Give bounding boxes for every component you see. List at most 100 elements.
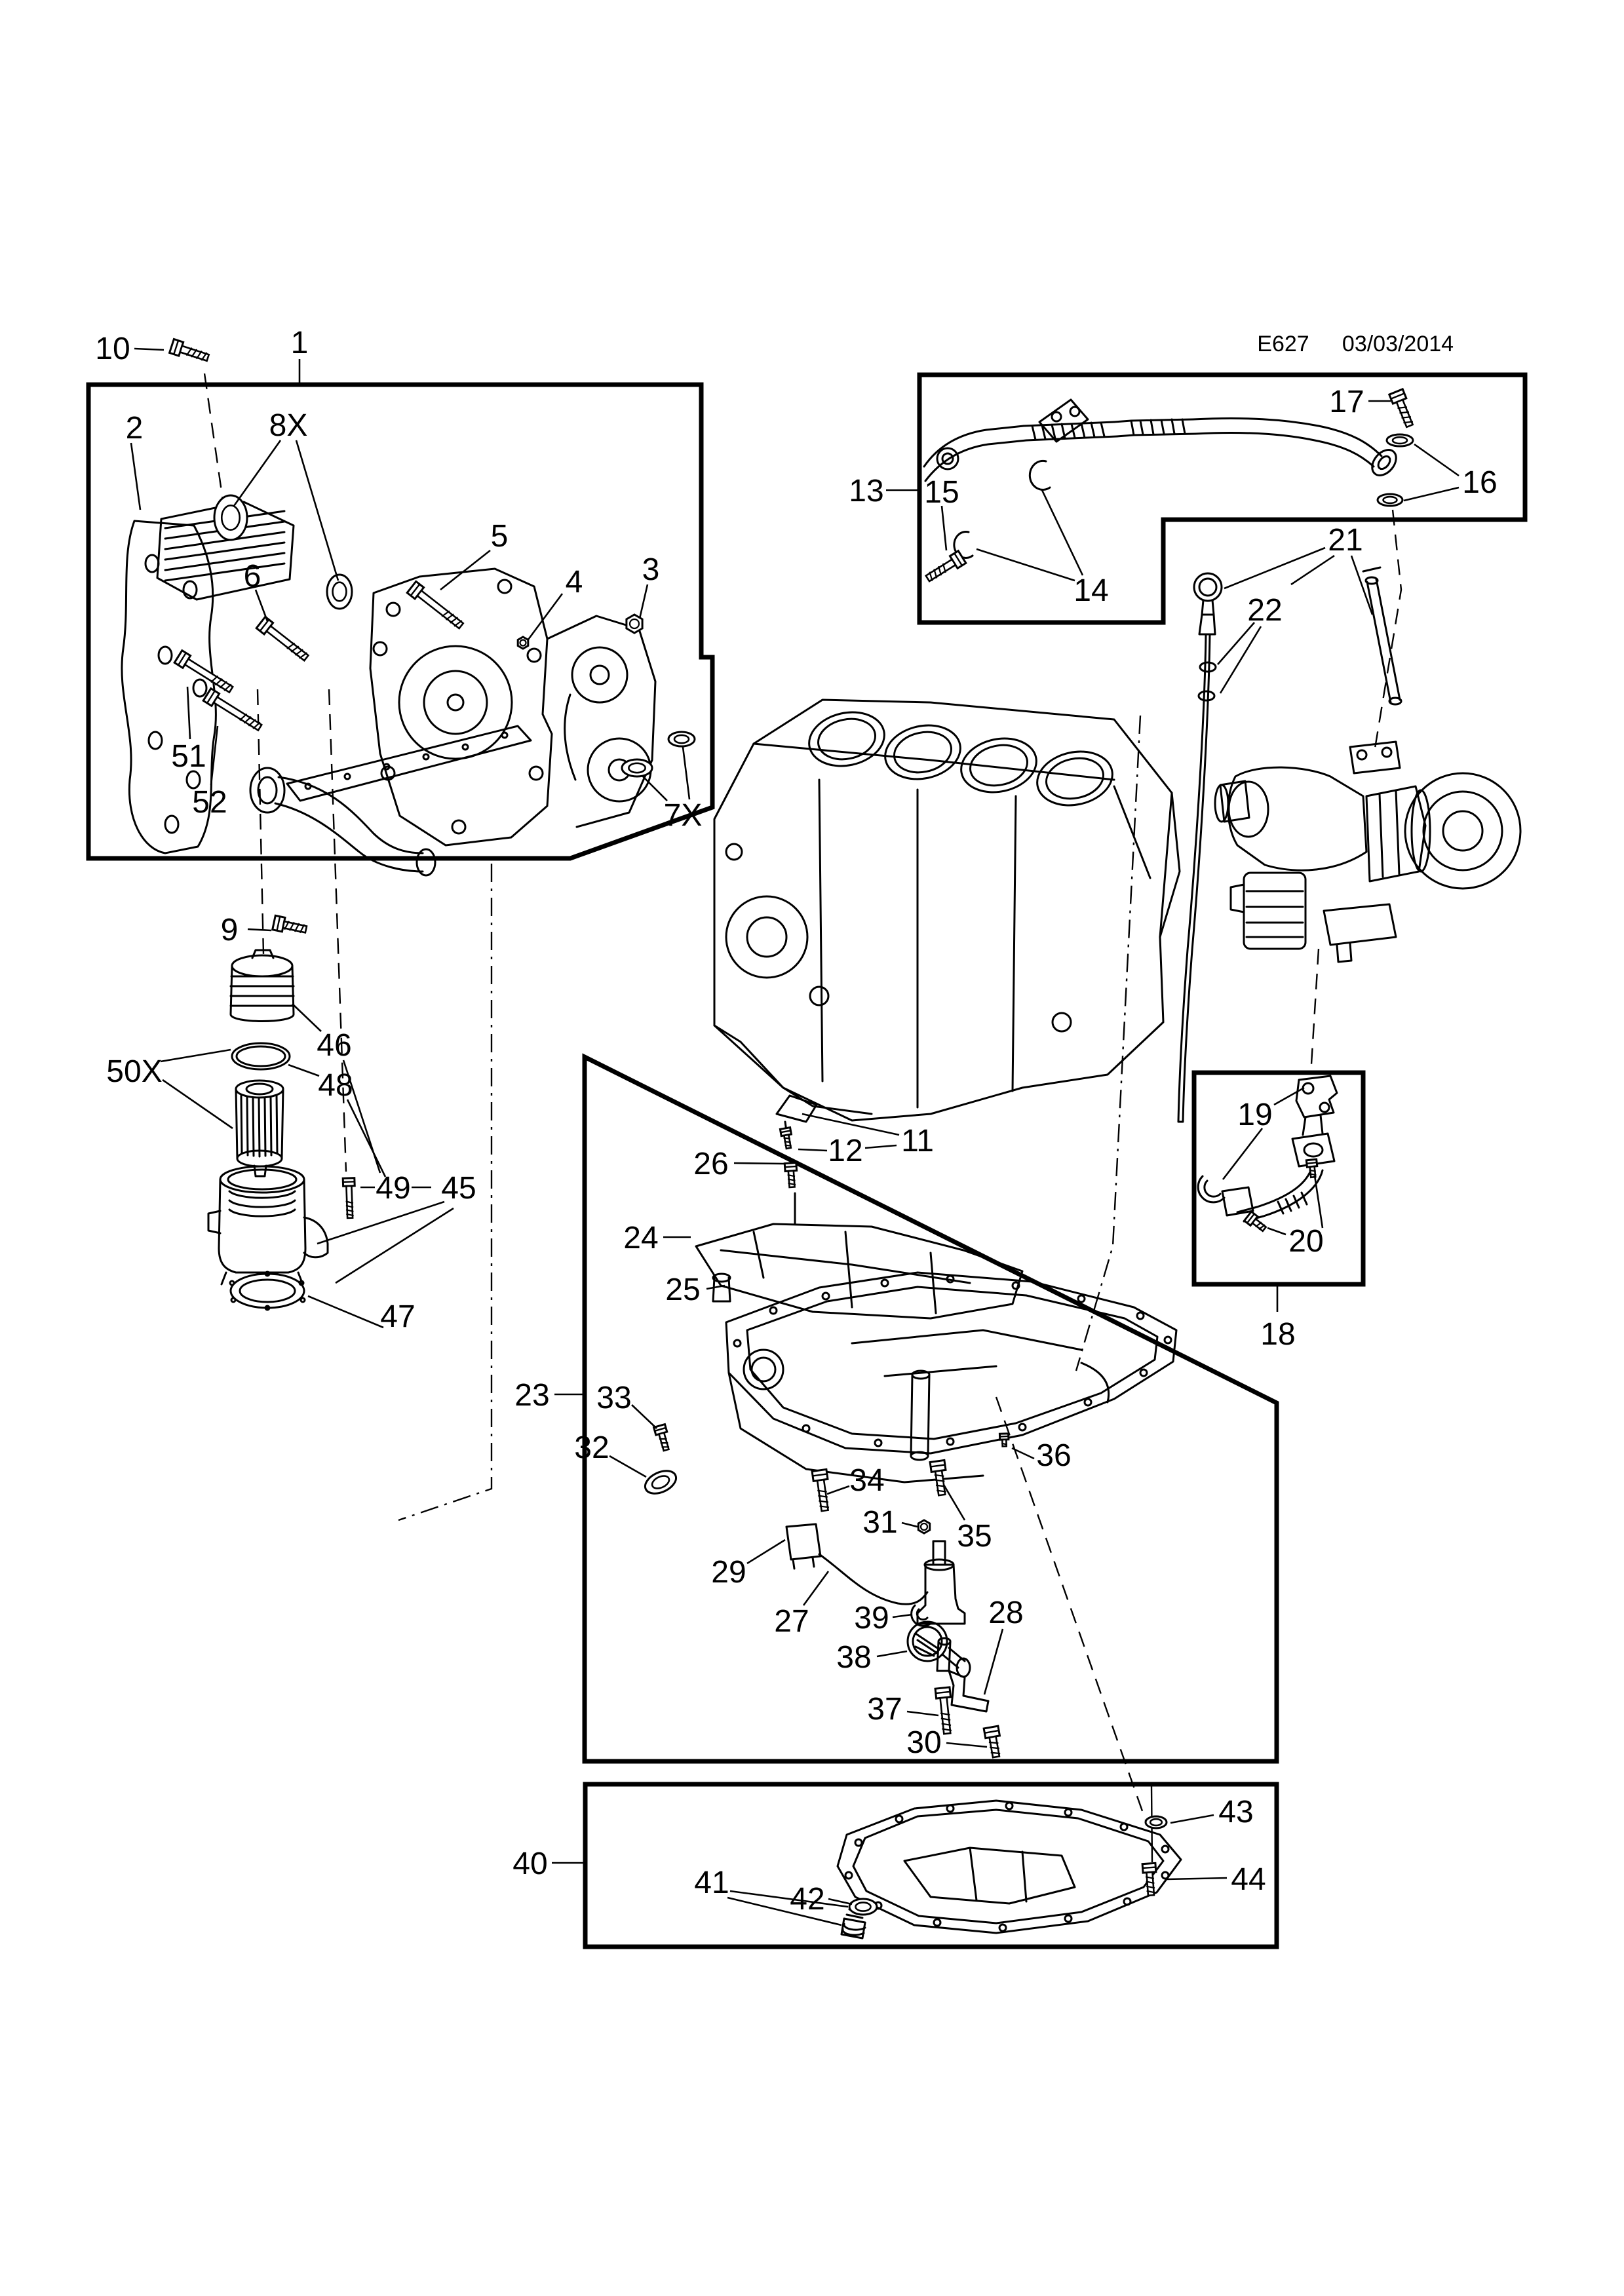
group-box-oil-feed-pipe bbox=[917, 372, 1528, 625]
leader-line bbox=[906, 1710, 939, 1717]
bolt-drawing bbox=[271, 914, 308, 934]
leader-line bbox=[1403, 486, 1460, 502]
part-label-16: 16 bbox=[1462, 465, 1497, 500]
bolt-drawing bbox=[924, 549, 967, 583]
leader-line bbox=[1224, 546, 1326, 590]
leader-line bbox=[160, 1048, 231, 1063]
leader-line bbox=[682, 746, 691, 800]
lower-oil-pan-drawing bbox=[836, 1799, 1182, 1934]
leader-line bbox=[162, 1079, 233, 1130]
part-label-49: 49 bbox=[376, 1171, 410, 1206]
part-label-47: 47 bbox=[380, 1299, 415, 1334]
part-label-20: 20 bbox=[1288, 1224, 1323, 1259]
part-label-3: 3 bbox=[642, 552, 660, 587]
leader-line bbox=[609, 1455, 647, 1478]
leader-line bbox=[892, 1613, 913, 1618]
part-label-12: 12 bbox=[828, 1134, 862, 1168]
drain-plug-drawing bbox=[840, 1908, 866, 1940]
leader-line bbox=[1267, 1227, 1286, 1236]
leader-line bbox=[292, 1003, 322, 1032]
bolt-drawing bbox=[1243, 1210, 1267, 1233]
bolt-drawing bbox=[1387, 387, 1414, 429]
leader-line bbox=[1041, 489, 1084, 576]
leader-line bbox=[798, 1148, 828, 1152]
leader-line bbox=[527, 593, 564, 640]
leader-line bbox=[288, 1063, 320, 1077]
leader-line bbox=[1166, 1877, 1228, 1881]
leader-line bbox=[729, 1890, 849, 1908]
leader-line bbox=[733, 1162, 786, 1165]
leader-line bbox=[638, 584, 649, 619]
windage-tray-drawing bbox=[695, 1192, 1024, 1320]
leader-line bbox=[1170, 1814, 1214, 1824]
part-label-19: 19 bbox=[1237, 1098, 1272, 1132]
part-label-39: 39 bbox=[854, 1601, 889, 1636]
oil-pump-cover-drawing bbox=[369, 567, 657, 847]
nut-drawing bbox=[625, 613, 644, 634]
leader-line bbox=[946, 1742, 988, 1748]
bolt-drawing bbox=[406, 580, 465, 630]
leader-line bbox=[1290, 554, 1335, 586]
leader-line bbox=[346, 1099, 387, 1177]
leader-line bbox=[1217, 622, 1255, 665]
dipstick-tube-drawing bbox=[1362, 566, 1402, 706]
construction-line bbox=[398, 864, 493, 1521]
bolt-drawing bbox=[255, 615, 310, 662]
leader-line bbox=[247, 928, 272, 932]
part-label-40: 40 bbox=[512, 1846, 547, 1881]
part-label-33: 33 bbox=[596, 1381, 631, 1415]
leader-line bbox=[631, 1404, 657, 1429]
part-label-36: 36 bbox=[1036, 1438, 1071, 1473]
washer-drawing bbox=[621, 758, 653, 778]
part-label-34: 34 bbox=[849, 1463, 884, 1498]
part-label-15: 15 bbox=[924, 475, 959, 510]
part-label-13: 13 bbox=[849, 474, 883, 508]
oil-feed-pipe-drawing bbox=[923, 398, 1397, 559]
bolt-drawing bbox=[982, 1725, 1001, 1759]
leader-line bbox=[317, 1200, 445, 1245]
washer-drawing bbox=[848, 1898, 878, 1916]
leader-line bbox=[876, 1650, 908, 1658]
part-label-37: 37 bbox=[867, 1692, 902, 1727]
bolt-drawing bbox=[934, 1686, 952, 1735]
part-label-1: 1 bbox=[291, 326, 309, 360]
part-label-6: 6 bbox=[244, 559, 261, 594]
leader-line bbox=[1414, 443, 1460, 477]
group-box-lower-oil-pan bbox=[583, 1782, 1279, 1949]
bolt-drawing bbox=[202, 687, 263, 732]
bolt-drawing bbox=[168, 337, 210, 362]
bolt-drawing bbox=[173, 649, 235, 694]
part-label-17: 17 bbox=[1329, 385, 1364, 419]
leader-line bbox=[186, 686, 191, 740]
bolt-drawing bbox=[341, 1177, 356, 1219]
part-label-44: 44 bbox=[1231, 1862, 1266, 1897]
nut-drawing bbox=[516, 636, 530, 650]
part-label-10: 10 bbox=[95, 332, 130, 366]
leader-line bbox=[1222, 1128, 1264, 1180]
part-label-42: 42 bbox=[790, 1882, 824, 1917]
leader-line bbox=[901, 1521, 918, 1528]
group-frames bbox=[86, 372, 1528, 1949]
washer-drawing bbox=[1144, 1815, 1168, 1829]
part-label-14: 14 bbox=[1073, 573, 1108, 608]
part-label-25: 25 bbox=[665, 1272, 700, 1307]
nut-drawing bbox=[919, 1522, 929, 1531]
turbocharger-drawing bbox=[1214, 740, 1522, 963]
nut-drawing bbox=[628, 618, 640, 630]
construction-line bbox=[1374, 509, 1402, 749]
leader-line bbox=[940, 505, 948, 551]
leader-line bbox=[706, 1284, 725, 1290]
part-label-41: 41 bbox=[694, 1866, 729, 1900]
group-box-upper-oil-pan bbox=[582, 1053, 1279, 1764]
leader-line bbox=[976, 548, 1075, 582]
leader-line bbox=[210, 725, 219, 786]
page-date: 03/03/2014 bbox=[1342, 332, 1454, 356]
nut-drawing bbox=[519, 639, 527, 647]
leader-line bbox=[826, 1485, 850, 1495]
part-label-38: 38 bbox=[836, 1640, 871, 1675]
construction-line bbox=[328, 689, 347, 1172]
leader-line bbox=[1011, 1447, 1035, 1460]
part-label-22: 22 bbox=[1247, 593, 1282, 628]
leader-line bbox=[440, 549, 491, 591]
